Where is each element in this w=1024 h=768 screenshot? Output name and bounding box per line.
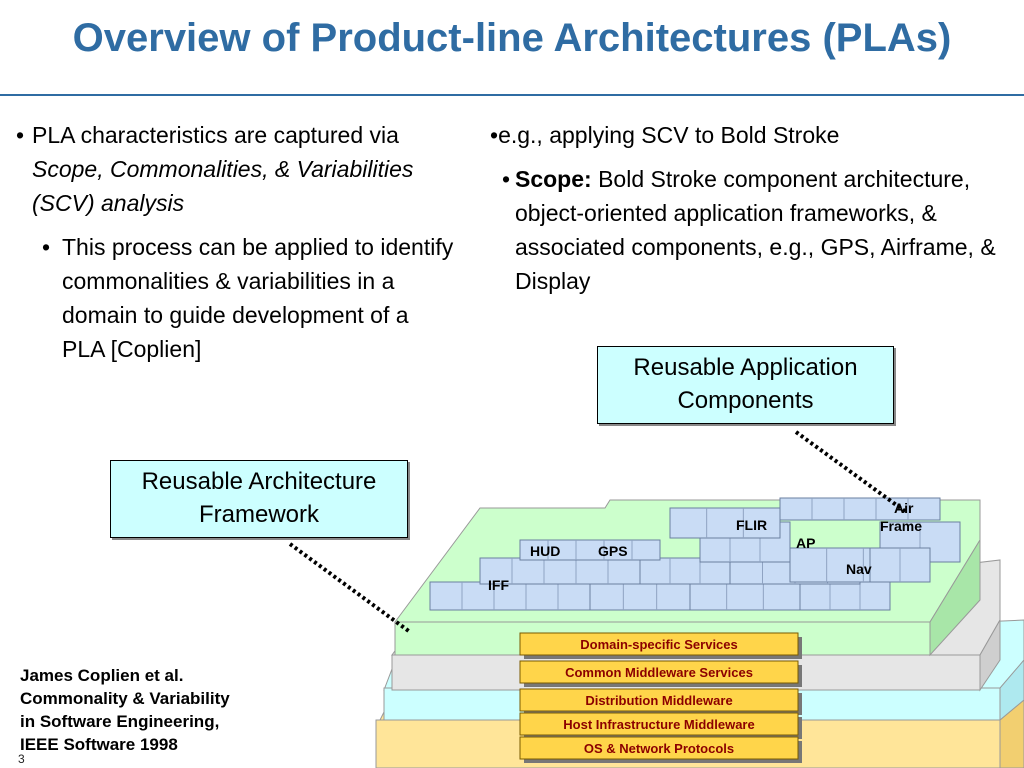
right-bullet-1-text: e.g., applying SCV to Bold Stroke — [498, 122, 840, 148]
component-block — [689, 581, 801, 611]
component-block — [429, 581, 591, 611]
component-label-gps: GPS — [598, 543, 628, 559]
title-divider — [0, 94, 1024, 96]
layer-label: Distribution Middleware — [585, 693, 732, 708]
left-bullet-2: • This process can be applied to identif… — [42, 230, 456, 366]
component-block — [589, 581, 691, 611]
connector-arch-framework — [288, 542, 412, 634]
page-number: 3 — [18, 752, 25, 766]
citation-line: IEEE Software 1998 — [20, 735, 178, 754]
layer-host-infrastructure: Host Infrastructure Middleware — [519, 712, 802, 739]
component-block — [779, 497, 941, 521]
connector-app-components — [794, 430, 908, 514]
left-bullet-1-text: PLA characteristics are captured via Sco… — [32, 118, 456, 220]
right-bullet-2: • Scope: Bold Stroke component architect… — [502, 162, 1022, 298]
right-bullet-2-text: Scope: Bold Stroke component architectur… — [515, 162, 1022, 298]
component-label-nav: Nav — [846, 561, 872, 577]
left-bullet-1-italic: Scope, Commonalities, & Variabilities (S… — [32, 156, 414, 216]
layer-label: Domain-specific Services — [580, 637, 738, 652]
bullet-marker: • — [16, 122, 25, 148]
component-label-flir: FLIR — [736, 517, 767, 533]
left-bullet-1: • PLA characteristics are captured via S… — [16, 118, 456, 220]
scope-label: Scope: — [515, 166, 592, 192]
component-block — [799, 581, 891, 611]
component-label-air: Air — [894, 500, 914, 516]
layer-label: Common Middleware Services — [565, 665, 753, 680]
component-label-frame: Frame — [880, 518, 922, 534]
component-label-hud: HUD — [530, 543, 560, 559]
left-bullet-2-text: This process can be applied to identify … — [62, 234, 454, 362]
layer-common-middleware: Common Middleware Services — [519, 660, 802, 687]
layer-distribution-middleware: Distribution Middleware — [519, 688, 802, 715]
component-block — [669, 507, 781, 539]
citation-line: James Coplien et al. — [20, 666, 184, 685]
bullet-marker: • — [502, 166, 511, 192]
component-label-iff: IFF — [488, 577, 509, 593]
right-bullet-1: •e.g., applying SCV to Bold Stroke — [490, 118, 1020, 152]
citation-line: Commonality & Variability — [20, 689, 230, 708]
layer-label: Host Infrastructure Middleware — [563, 717, 754, 732]
left-bullet-1-plain: PLA characteristics are captured via — [32, 122, 399, 148]
component-block — [519, 539, 661, 561]
layer-domain-specific: Domain-specific Services — [519, 632, 802, 659]
scope-text: Bold Stroke component architecture, obje… — [515, 166, 996, 294]
callout-reusable-architecture-framework: Reusable Architecture Framework — [110, 460, 408, 538]
layer-os-network: OS & Network Protocols — [519, 736, 802, 763]
layer-label: OS & Network Protocols — [584, 741, 734, 756]
bullet-marker: • — [490, 122, 499, 148]
citation: James Coplien et al. Commonality & Varia… — [20, 664, 310, 756]
component-blocks — [429, 497, 961, 611]
component-label-ap: AP — [796, 535, 815, 551]
bullet-marker: • — [42, 234, 51, 260]
callout-reusable-application-components: Reusable Application Components — [597, 346, 894, 424]
citation-line: in Software Engineering, — [20, 712, 220, 731]
slide-title: Overview of Product-line Architectures (… — [72, 16, 952, 60]
